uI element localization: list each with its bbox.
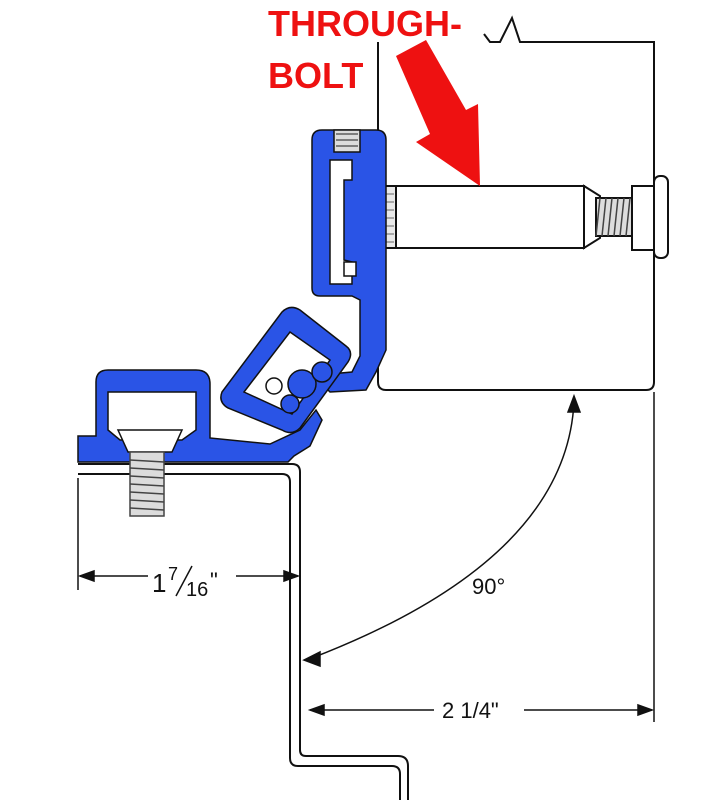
gear-teeth [280, 361, 333, 414]
door-offset-dimension [307, 392, 655, 722]
door [377, 15, 655, 391]
bolt-threads [595, 197, 631, 237]
callout-line-2: BOLT [268, 55, 363, 96]
hinge-frame-leaf [77, 369, 323, 463]
hinge-leaf-unit: " [210, 568, 218, 593]
hinge-leaf-denominator: 16 [186, 579, 208, 601]
hinge-center-link [220, 306, 352, 434]
frame [78, 463, 409, 800]
callout-arrow [396, 40, 480, 186]
through-bolt-callout: THROUGH- BOLT [268, 3, 480, 186]
hinge-leaf-numerator: 7 [168, 564, 178, 584]
hinge-leaf-dimension [77, 478, 301, 590]
angle-label: 90° [472, 574, 505, 599]
hinge-door-leaf [311, 129, 387, 393]
angle-dimension [302, 393, 582, 668]
through-bolt [355, 175, 669, 259]
callout-line-1: THROUGH- [268, 3, 462, 44]
hinge-leaf-label: 1 7 16 " [152, 564, 218, 601]
frame-screw [129, 451, 165, 517]
hinge-leaf-whole: 1 [152, 568, 166, 598]
door-offset-label: 2 1/4" [442, 698, 499, 723]
